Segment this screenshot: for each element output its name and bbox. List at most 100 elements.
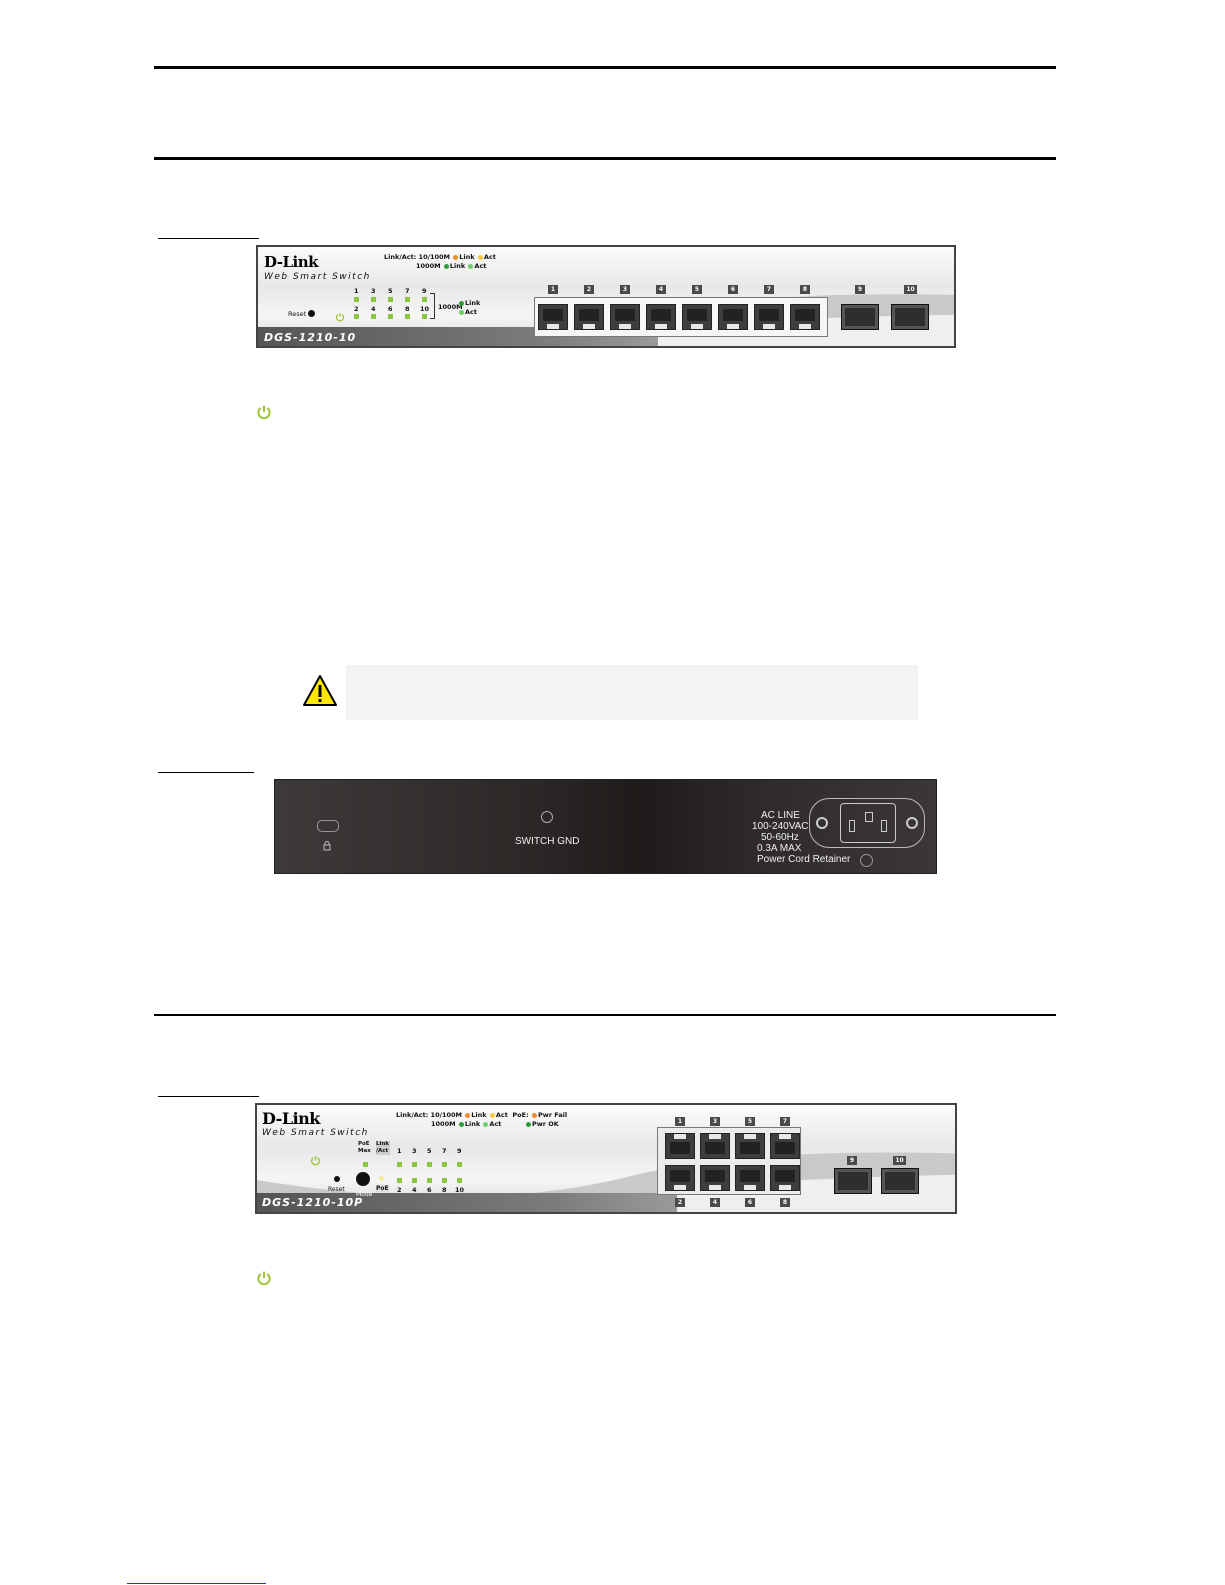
led-num-10: 10 bbox=[420, 305, 430, 313]
led-bracket bbox=[430, 293, 435, 319]
led bbox=[371, 297, 376, 302]
rj45-port-3[interactable] bbox=[700, 1133, 730, 1159]
led bbox=[405, 297, 410, 302]
led bbox=[397, 1178, 402, 1183]
rear-panel: SWITCH GND AC LINE 100-240VAC 50-60Hz 0.… bbox=[274, 779, 937, 874]
sfp-label-9: 9 bbox=[847, 1156, 857, 1165]
legend-speed-label: Link/Act: 10/100M bbox=[396, 1111, 463, 1119]
power-led-icon bbox=[310, 1153, 321, 1166]
port-label-7: 7 bbox=[764, 285, 774, 294]
link-act-label: Link /Act bbox=[376, 1141, 390, 1155]
inlet-screw-right bbox=[906, 817, 918, 829]
reset-label: Reset bbox=[288, 310, 307, 318]
ac-power-inlet[interactable] bbox=[809, 798, 925, 848]
rj45-port-8[interactable] bbox=[790, 304, 820, 330]
mode-button[interactable] bbox=[356, 1172, 370, 1186]
led bbox=[457, 1178, 462, 1183]
pwr-fail-label: Pwr Fail bbox=[537, 1111, 568, 1119]
rj45-port-4[interactable] bbox=[646, 304, 676, 330]
retainer-hole bbox=[860, 854, 873, 867]
power-icon bbox=[256, 1270, 272, 1286]
switch-gnd-label: SWITCH GND bbox=[515, 836, 580, 847]
legend-speed-label: Link/Act: 10/100M bbox=[384, 253, 451, 261]
rj45-port-2[interactable] bbox=[574, 304, 604, 330]
led-num-10: 10 bbox=[455, 1186, 465, 1194]
section-rule bbox=[154, 1014, 1056, 1016]
rj45-port-7[interactable] bbox=[770, 1133, 800, 1159]
port-label-5: 5 bbox=[745, 1117, 755, 1126]
poe-mode-label: PoE bbox=[376, 1185, 389, 1192]
brand-subtitle: Web Smart Switch bbox=[264, 272, 371, 282]
port-label-3: 3 bbox=[620, 285, 630, 294]
legend-speed-label-2: 1000M bbox=[431, 1120, 456, 1128]
poe-max-label: PoE Max bbox=[358, 1141, 371, 1154]
rj45-port-1[interactable] bbox=[538, 304, 568, 330]
note-box bbox=[346, 665, 918, 720]
sfp-port-10[interactable] bbox=[891, 304, 929, 330]
rj45-port-4[interactable] bbox=[700, 1165, 730, 1191]
power-cord-retainer-label: Power Cord Retainer bbox=[757, 854, 851, 865]
poe-mode-led bbox=[379, 1176, 384, 1181]
reset-button[interactable] bbox=[308, 310, 315, 317]
rj45-port-2[interactable] bbox=[665, 1165, 695, 1191]
pwr-ok-legend: Pwr OK bbox=[525, 1120, 559, 1128]
led bbox=[363, 1162, 368, 1167]
led-num-8: 8 bbox=[405, 305, 410, 313]
port-label-5: 5 bbox=[692, 285, 702, 294]
poe-label: PoE: bbox=[512, 1111, 529, 1119]
legend-link-2: Link bbox=[464, 1120, 481, 1128]
rj45-port-8[interactable] bbox=[770, 1165, 800, 1191]
led-num-9: 9 bbox=[422, 287, 427, 295]
port-label-2: 2 bbox=[584, 285, 594, 294]
led-num-5: 5 bbox=[427, 1147, 432, 1155]
sfp-label-9: 9 bbox=[855, 285, 865, 294]
led-num-4: 4 bbox=[371, 305, 376, 313]
led bbox=[405, 314, 410, 319]
led bbox=[388, 314, 393, 319]
model-name: DGS-1210-10P bbox=[262, 1196, 364, 1209]
led bbox=[442, 1178, 447, 1183]
led bbox=[422, 297, 427, 302]
legend-act-2: Act bbox=[489, 1120, 502, 1128]
led-num-4: 4 bbox=[412, 1186, 417, 1194]
legend-act: Act bbox=[495, 1111, 508, 1119]
port-label-6: 6 bbox=[745, 1198, 755, 1207]
ground-screw bbox=[541, 811, 553, 823]
reset-button[interactable] bbox=[334, 1176, 340, 1182]
rj45-port-1[interactable] bbox=[665, 1133, 695, 1159]
sfp-port-10[interactable] bbox=[881, 1168, 919, 1194]
figure-caption-line-3 bbox=[158, 1096, 259, 1097]
reset-label: Reset bbox=[328, 1186, 345, 1193]
pwr-ok-label: Pwr OK bbox=[532, 1120, 559, 1128]
legend-line-2: 1000M Link Act bbox=[416, 262, 486, 270]
power-led-icon bbox=[335, 309, 345, 322]
rj45-port-7[interactable] bbox=[754, 304, 784, 330]
figure-caption-line-1 bbox=[158, 238, 259, 239]
legend-speed-label-2: 1000M bbox=[416, 262, 441, 270]
legend-line-1: Link/Act: 10/100M Link Act bbox=[384, 253, 496, 261]
sfp-legend-act: Act bbox=[458, 308, 477, 316]
rj45-port-5[interactable] bbox=[735, 1133, 765, 1159]
legend-line-2: 1000M Link Act bbox=[431, 1120, 501, 1128]
led-num-2: 2 bbox=[397, 1186, 402, 1194]
rj45-port-5[interactable] bbox=[682, 304, 712, 330]
warning-icon bbox=[303, 674, 337, 708]
led bbox=[442, 1162, 447, 1167]
sfp-port-9[interactable] bbox=[834, 1168, 872, 1194]
rj45-port-3[interactable] bbox=[610, 304, 640, 330]
rj45-port-6[interactable] bbox=[718, 304, 748, 330]
port-label-8: 8 bbox=[800, 285, 810, 294]
footer-link-underline[interactable] bbox=[127, 1583, 266, 1584]
kensington-lock-slot[interactable] bbox=[317, 820, 339, 832]
led-num-1: 1 bbox=[354, 287, 359, 295]
rj45-port-6[interactable] bbox=[735, 1165, 765, 1191]
figure-caption-line-2 bbox=[158, 772, 254, 773]
sfp-port-9[interactable] bbox=[841, 304, 879, 330]
port-label-6: 6 bbox=[728, 285, 738, 294]
current-label: 0.3A MAX bbox=[757, 843, 802, 854]
model-bar bbox=[257, 1193, 677, 1212]
sfp-legend-link: Link bbox=[458, 299, 480, 307]
port-label-4: 4 bbox=[710, 1198, 720, 1207]
voltage-label: 100-240VAC bbox=[752, 821, 809, 832]
frequency-label: 50-60Hz bbox=[761, 832, 799, 843]
